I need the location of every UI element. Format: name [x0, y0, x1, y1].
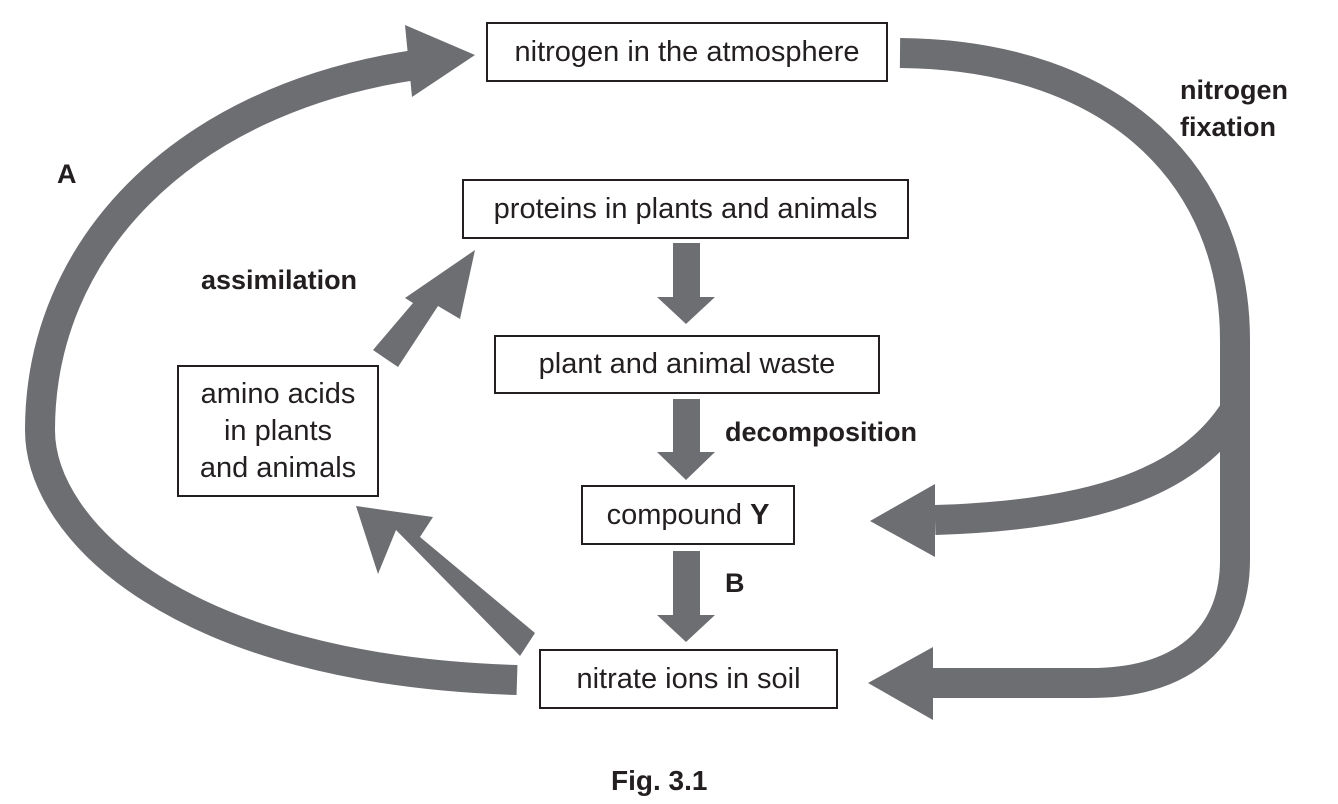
- nitrogen-fixation-branch-arc: [934, 401, 1248, 535]
- arrow-nitrate-to-amino: [356, 506, 535, 656]
- amino-line-2: in plants: [223, 414, 332, 447]
- assimilation-arrow: [373, 250, 475, 367]
- arrow-a-arc: [24, 50, 518, 695]
- arrow-waste-to-compound-shaft: [673, 399, 700, 453]
- label-a: A: [57, 159, 77, 189]
- label-b: B: [725, 568, 745, 598]
- amino-line-1: amino acids: [200, 377, 356, 410]
- box-nitrate-ions-text: nitrate ions in soil: [576, 662, 801, 695]
- label-nitrogen-fixation: nitrogen fixation: [1180, 74, 1288, 143]
- arrow-to-compound-head: [870, 484, 935, 557]
- box-nitrate-ions: nitrate ions in soil: [539, 649, 838, 709]
- box-nitrogen-atmosphere: nitrogen in the atmosphere: [486, 22, 888, 82]
- arrow-to-nitrate-head: [868, 647, 933, 720]
- label-nitrogen-fixation-line2: fixation: [1180, 112, 1277, 142]
- box-waste-text: plant and animal waste: [538, 348, 836, 380]
- figure-caption: Fig. 3.1: [611, 765, 708, 796]
- box-proteins-text: proteins in plants and animals: [493, 192, 878, 225]
- arrow-a-head: [405, 25, 475, 97]
- arrow-compound-to-nitrate-head: [657, 615, 715, 642]
- box-waste: plant and animal waste: [494, 335, 880, 394]
- compound-prefix: compound: [606, 498, 751, 531]
- arrow-proteins-to-waste-head: [657, 297, 715, 324]
- arrow-proteins-to-waste-shaft: [673, 243, 700, 298]
- label-nitrogen-fixation-line1: nitrogen: [1180, 75, 1288, 105]
- box-compound-y: compound Y: [581, 485, 795, 545]
- arrow-compound-to-nitrate-shaft: [673, 551, 700, 616]
- label-decomposition: decomposition: [725, 417, 918, 447]
- box-nitrogen-atmosphere-text: nitrogen in the atmosphere: [514, 35, 860, 68]
- arrow-waste-to-compound-head: [657, 452, 715, 480]
- nitrogen-fixation-arc: [899, 38, 1250, 698]
- compound-letter: Y: [750, 498, 770, 531]
- label-assimilation: assimilation: [201, 265, 358, 295]
- box-compound-y-text: compound Y: [607, 497, 770, 534]
- box-proteins: proteins in plants and animals: [462, 179, 909, 239]
- amino-line-3: and animals: [199, 451, 357, 484]
- box-amino-acids: amino acids in plants and animals: [177, 365, 379, 497]
